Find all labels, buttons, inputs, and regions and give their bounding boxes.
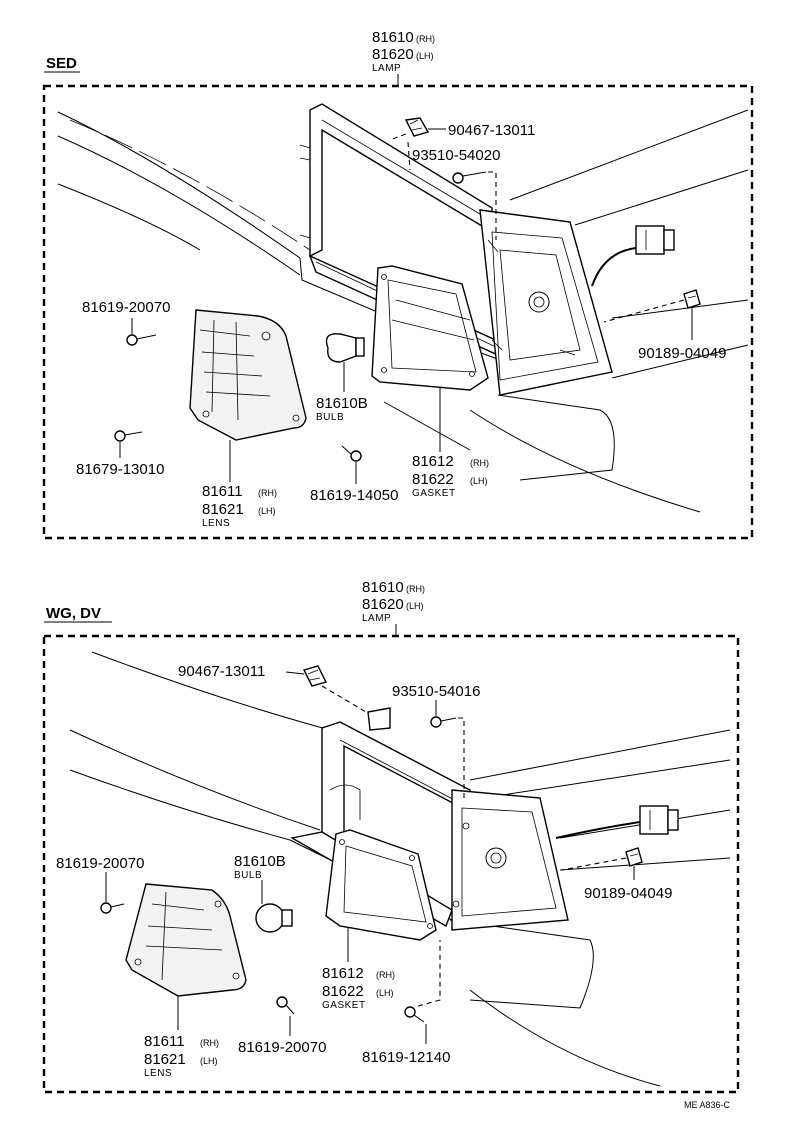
wg-lamp-rh-label: 81610 — [362, 579, 404, 596]
wg-wire-connector-icon — [555, 805, 679, 839]
wg-right-screw-label: 81619-12140 — [362, 1049, 450, 1066]
wg-left-screw-label: 81619-20070 — [56, 855, 144, 872]
sed-lamp-housing — [479, 209, 613, 396]
wg-bottom-screw-icon — [276, 996, 295, 1036]
wg-lens-lh-label: 81621 — [144, 1051, 186, 1068]
wg-lamp-lh-label: 81620 — [362, 596, 404, 613]
sed-clip-label: 90467-13011 — [448, 122, 535, 139]
wg-header: WG, DV — [46, 605, 101, 622]
sed-left-screw-label: 81619-20070 — [82, 299, 170, 316]
wg-top-screw-label: 93510-54016 — [392, 683, 480, 700]
sed-lamp-rh-suffix: (RH) — [416, 34, 435, 44]
sed-lens-caption: LENS — [202, 518, 230, 529]
sed-bulb-icon — [325, 333, 365, 392]
wg-clip-label: 90467-13011 — [178, 663, 265, 680]
wg-clip-icon — [285, 665, 367, 713]
wg-bottom-screw-label: 81619-20070 — [238, 1039, 326, 1056]
reference-code: ME A836-C — [684, 1100, 731, 1110]
sed-lamp-caption: LAMP — [372, 63, 401, 74]
wg-lens-caption: LENS — [144, 1068, 172, 1079]
sed-header: SED — [46, 55, 77, 72]
wg-bulb-label: 81610B — [234, 853, 286, 870]
sed-bottom-screw-label: 81619-14050 — [310, 487, 398, 504]
sed-lamp-rh-label: 81610 — [372, 29, 414, 46]
sed-section: SED — [42, 29, 754, 540]
sed-lower-left-screw-label: 81679-13010 — [76, 461, 164, 478]
sed-lower-left-screw-icon — [114, 430, 143, 458]
wg-body-outline — [69, 651, 731, 1087]
sed-top-screw-icon — [452, 171, 497, 240]
sed-clip-icon — [389, 117, 446, 171]
wg-nut-icon — [561, 847, 643, 880]
wg-bulb-caption: BULB — [234, 870, 262, 881]
sed-lamp-lh-suffix: (LH) — [416, 51, 434, 61]
sed-nut-icon — [603, 289, 701, 340]
wg-nut-label: 90189-04049 — [584, 885, 672, 902]
wg-gasket — [325, 829, 437, 941]
sed-left-screw-icon — [126, 318, 157, 346]
wg-right-screw-icon — [404, 940, 441, 1044]
wg-lens — [125, 883, 247, 997]
wg-gasket-caption: GASKET — [322, 1000, 366, 1011]
wg-lens-rh-label: 81611 — [144, 1033, 185, 1050]
sed-top-screw-label: 93510-54020 — [412, 147, 500, 164]
sed-bulb-caption: BULB — [316, 412, 344, 423]
sed-gasket-rh-suffix: (RH) — [470, 458, 489, 468]
wg-lamp-lh-suffix: (LH) — [406, 601, 424, 611]
sed-bulb-label: 81610B — [316, 395, 368, 412]
wg-top-screw-icon — [430, 700, 465, 800]
wg-lamp-housing — [451, 789, 569, 931]
wg-lamp-rh-suffix: (RH) — [406, 584, 425, 594]
sed-wire-connector-icon — [591, 225, 675, 287]
wg-left-screw-icon — [100, 872, 125, 914]
sed-bulb-leader-line — [383, 401, 471, 451]
sed-lens-lh-suffix: (LH) — [258, 506, 276, 516]
wg-section: WG, DV — [42, 579, 740, 1094]
wg-lens-lh-suffix: (LH) — [200, 1056, 218, 1066]
wg-gasket-lh-label: 81622 — [322, 983, 364, 1000]
sed-bottom-screw-icon — [341, 445, 362, 484]
sed-gasket-lh-label: 81622 — [412, 471, 454, 488]
sed-lens-rh-label: 81611 — [202, 483, 243, 500]
sed-gasket-rh-label: 81612 — [412, 453, 454, 470]
sed-gasket — [371, 265, 489, 391]
sed-lens-lh-label: 81621 — [202, 501, 244, 518]
sed-lens-rh-suffix: (RH) — [258, 488, 277, 498]
wg-bulb-icon — [255, 880, 293, 933]
sed-lamp-lh-label: 81620 — [372, 46, 414, 63]
wg-gasket-rh-suffix: (RH) — [376, 970, 395, 980]
wg-gasket-lh-suffix: (LH) — [376, 988, 394, 998]
sed-lens — [189, 309, 307, 441]
sed-gasket-caption: GASKET — [412, 488, 456, 499]
sed-gasket-lh-suffix: (LH) — [470, 476, 488, 486]
wg-lamp-caption: LAMP — [362, 613, 391, 624]
wg-lens-rh-suffix: (RH) — [200, 1038, 219, 1048]
sed-nut-label: 90189-04049 — [638, 345, 726, 362]
wg-gasket-rh-label: 81612 — [322, 965, 364, 982]
